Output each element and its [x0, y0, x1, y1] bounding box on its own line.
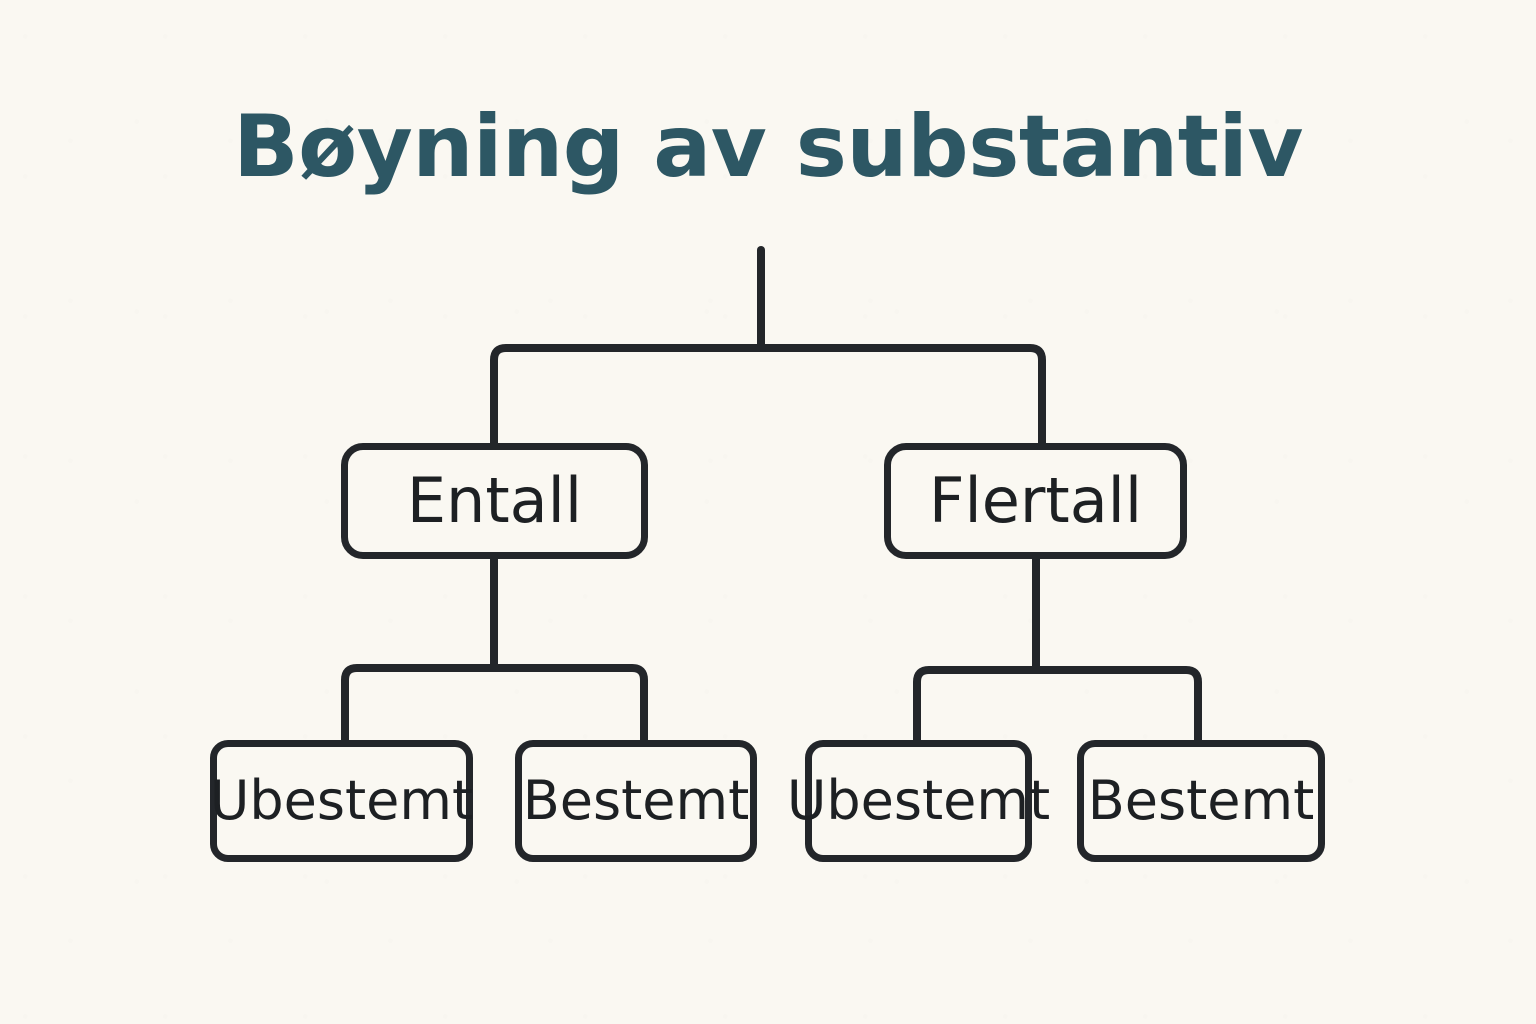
node-entall-bestemt[interactable]: Bestemt — [515, 740, 757, 862]
node-flertall[interactable]: Flertall — [884, 443, 1187, 559]
node-entall[interactable]: Entall — [341, 443, 648, 559]
connector-entall-split — [341, 664, 648, 744]
node-flertall-ubestemt-label: Ubestemt — [786, 769, 1051, 832]
node-entall-bestemt-label: Bestemt — [522, 769, 750, 832]
node-entall-label: Entall — [406, 464, 583, 537]
connector-flertall-split — [913, 666, 1202, 744]
node-entall-ubestemt[interactable]: Ubestemt — [210, 740, 473, 862]
node-flertall-bestemt[interactable]: Bestemt — [1077, 740, 1325, 862]
node-entall-ubestemt-label: Ubestemt — [209, 769, 474, 832]
node-flertall-bestemt-label: Bestemt — [1087, 769, 1315, 832]
node-flertall-ubestemt[interactable]: Ubestemt — [787, 740, 1050, 862]
page-title: Bøyning av substantiv — [233, 97, 1303, 197]
node-flertall-label: Flertall — [928, 464, 1143, 537]
connector-root-split — [490, 344, 1046, 447]
